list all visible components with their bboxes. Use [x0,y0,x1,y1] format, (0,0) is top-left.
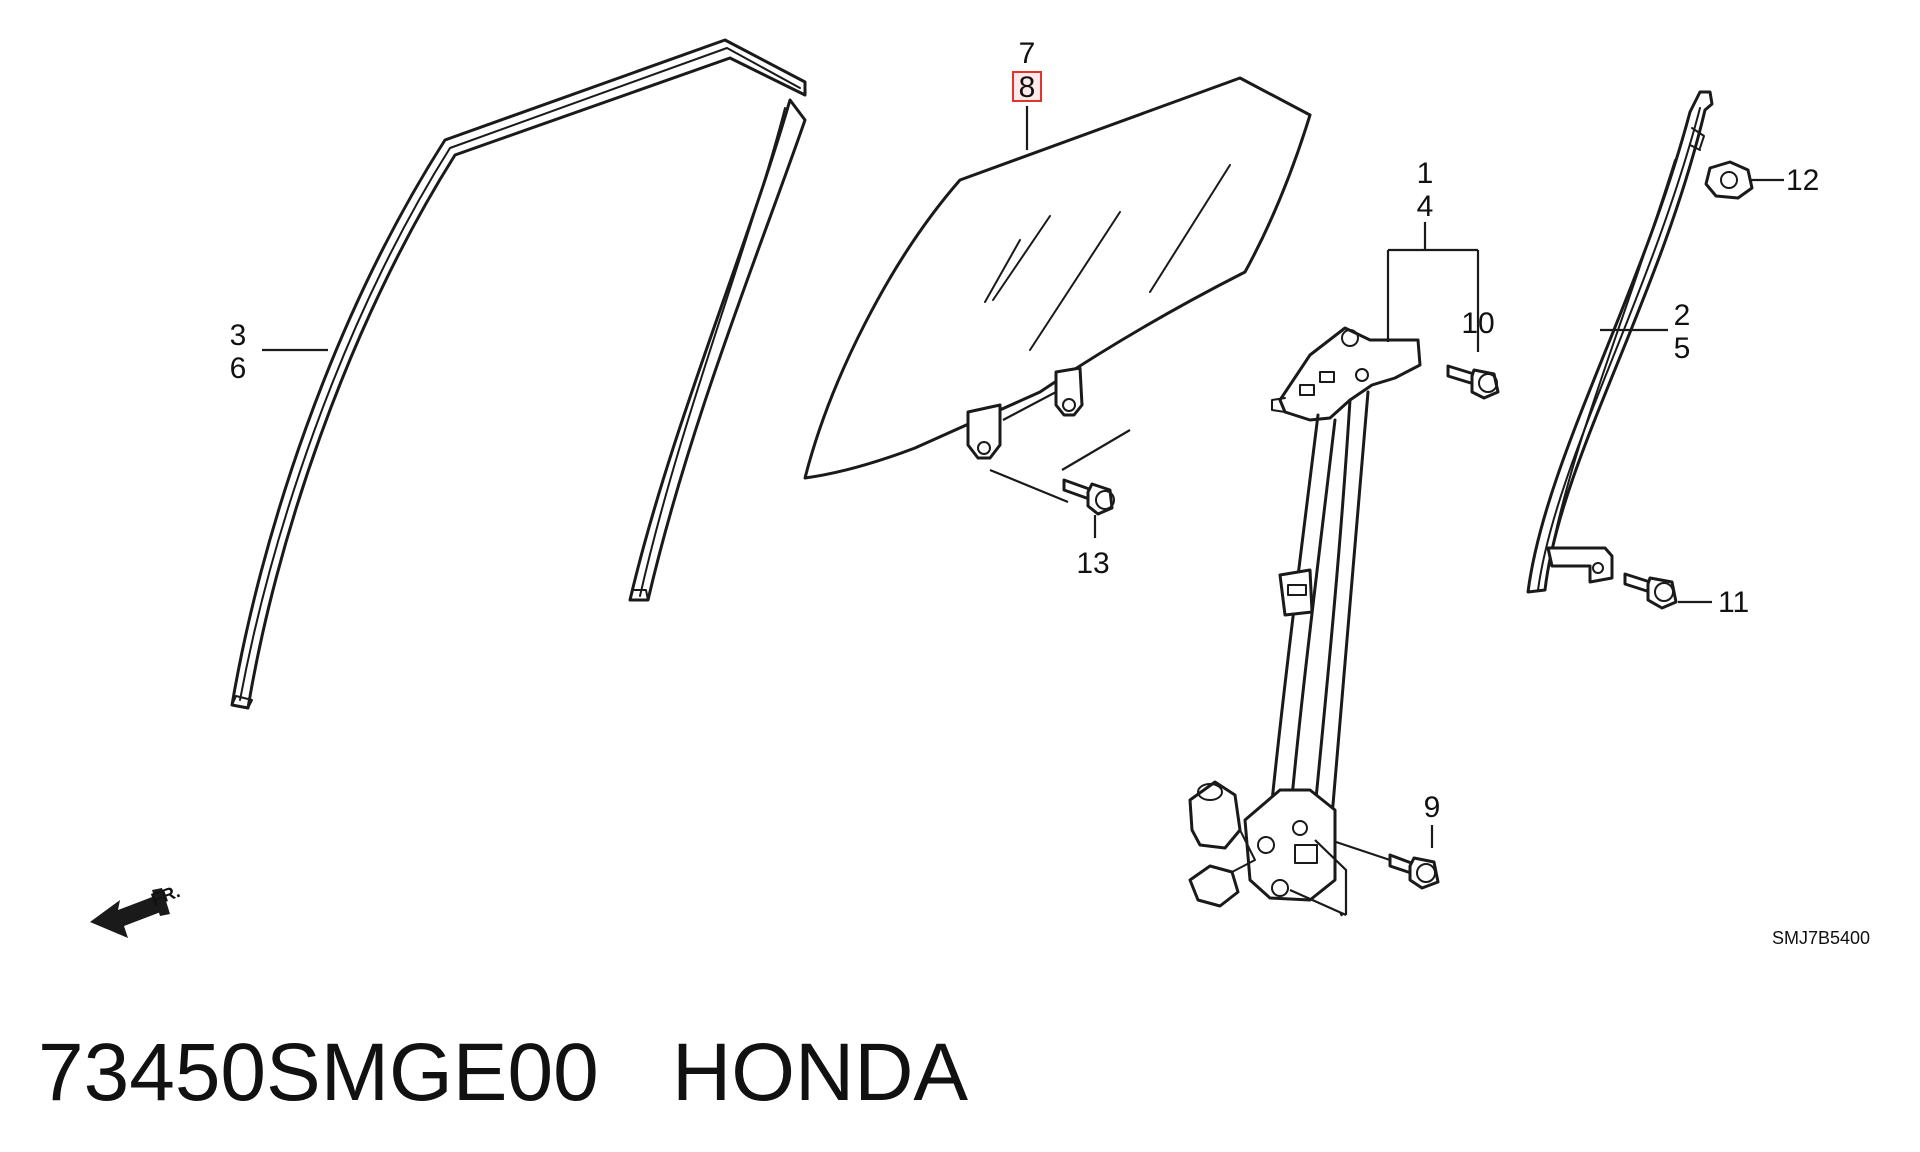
callout-7: 7 [1019,37,1036,70]
front-direction-arrow: FR. [90,881,183,938]
callout-4: 4 [1417,190,1434,223]
run-channel-outer [230,38,807,710]
bolt-9 [1388,853,1440,890]
callout-3: 3 [230,319,247,352]
callout-12: 12 [1786,164,1819,197]
leader-13 [989,429,1131,538]
callout-10: 10 [1461,307,1494,340]
callout-6: 6 [230,352,247,385]
callout-1: 1 [1417,157,1434,190]
run-channel-rear [1526,90,1714,594]
callout-2: 2 [1674,299,1691,332]
highlight-box-8 [1012,71,1042,102]
drawing-code: SMJ7B5400 [1772,928,1870,948]
front-direction-label: FR. [149,881,183,910]
leader-1-4 [1386,222,1480,352]
part-number: 73450SMGE00 [38,1027,599,1118]
callout-13: 13 [1076,547,1109,580]
callout-8-highlighted: 8 [1019,71,1036,104]
window-regulator [1188,326,1422,908]
brand-name: HONDA [672,1027,968,1118]
bolt-11 [1623,572,1678,610]
bolt-13 [1062,478,1115,516]
callout-11: 11 [1718,586,1749,619]
nut-12 [1704,160,1754,200]
callout-5: 5 [1674,332,1691,365]
bolt-10 [1446,364,1500,400]
door-glass [803,76,1312,480]
leader-9 [1289,825,1434,917]
callout-9: 9 [1424,791,1441,824]
